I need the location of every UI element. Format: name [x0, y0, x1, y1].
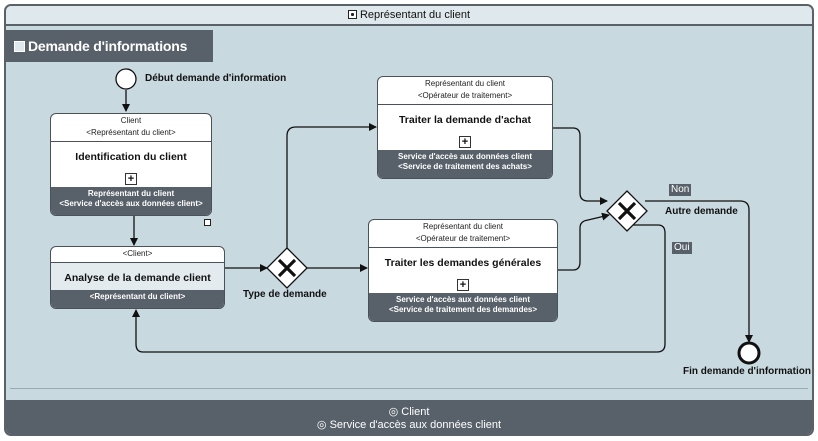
gateway-type-label: Type de demande [243, 289, 327, 300]
task-identification-client[interactable]: Client <Représentant du client> Identifi… [50, 113, 212, 216]
task-name: Traiter la demande d'achat [398, 114, 532, 126]
task-traiter-achat[interactable]: Représentant du client <Opérateur de tra… [377, 76, 553, 179]
lane-title: Demande d'informations [6, 30, 213, 62]
flow-generales-autre[interactable] [557, 212, 610, 271]
task-name: Analyse de la demande client [64, 272, 211, 284]
task-performers: Service d'accès aux données client <Serv… [369, 293, 557, 321]
task-role: Représentant du client [422, 222, 504, 231]
footer-client-label: Client [401, 406, 430, 418]
flow-autre-fin-non[interactable] [645, 200, 753, 343]
performer-1: <Représentant du client> [89, 292, 186, 301]
task-body: Identification du client [51, 141, 211, 186]
subprocess-expand-icon[interactable]: + [459, 136, 471, 148]
gateway-autre-label: Autre demande [665, 206, 738, 217]
flow-label-non: Non [669, 184, 692, 196]
gateway-autre-demande[interactable] [606, 190, 648, 232]
footer-service: ◎ Service d'accès aux données client [316, 419, 502, 431]
end-event-label: Fin demande d'information [683, 366, 811, 377]
flow-achat-autre[interactable] [553, 127, 608, 205]
performer-2: <Service de traitement des achats> [398, 162, 532, 171]
task-role-sub: <Représentant du client> [86, 128, 176, 137]
task-role: <Client> [122, 249, 153, 258]
subprocess-expand-icon[interactable]: + [457, 279, 469, 291]
pool-header: Représentant du client [6, 6, 812, 26]
task-name: Identification du client [75, 151, 187, 163]
footer-client: ◎ Client [388, 406, 430, 418]
task-role: Représentant du client [424, 79, 506, 88]
performer-1: Service d'accès aux données client [396, 295, 530, 304]
start-event[interactable] [115, 68, 137, 90]
end-event[interactable] [737, 341, 761, 365]
task-performers: <Représentant du client> [51, 290, 224, 308]
flow-label-oui: Oui [672, 242, 692, 254]
task-role: Client [120, 116, 142, 125]
resize-handle-icon[interactable] [204, 219, 211, 226]
pool-footer: ◎ Client ◎ Service d'accès aux données c… [6, 400, 812, 434]
pool-title: Représentant du client [359, 9, 471, 21]
performer-2: <Service de traitement des demandes> [388, 305, 538, 314]
lane-icon [14, 41, 25, 52]
task-body: Analyse de la demande client [51, 262, 224, 293]
subprocess-expand-icon[interactable]: + [125, 173, 137, 185]
performer-1: Représentant du client [87, 189, 175, 198]
task-performers: Service d'accès aux données client <Serv… [378, 150, 552, 178]
start-event-label: Début demande d'information [145, 73, 287, 84]
performer-1: Service d'accès aux données client [398, 152, 532, 161]
task-body: Traiter les demandes générales [369, 247, 557, 294]
task-performers: Représentant du client <Service d'accès … [51, 187, 211, 215]
flow-autre-analyse-oui[interactable] [132, 224, 666, 353]
gateway-type-demande[interactable] [266, 247, 308, 289]
task-analyse-demande[interactable]: <Client> Analyse de la demande client <R… [50, 246, 225, 309]
task-role-sub: <Opérateur de traitement> [417, 91, 513, 100]
flow-type-achat[interactable] [286, 123, 377, 248]
task-name: Traiter les demandes générales [384, 257, 542, 269]
task-body: Traiter la demande d'achat [378, 104, 552, 151]
lane-title-text: Demande d'informations [28, 38, 188, 54]
footer-service-label: Service d'accès aux données client [329, 419, 502, 431]
task-role-sub: <Opérateur de traitement> [415, 234, 511, 243]
performer-2: <Service d'accès aux données client> [59, 199, 203, 208]
pool-icon [347, 10, 357, 19]
task-traiter-generales[interactable]: Représentant du client <Opérateur de tra… [368, 219, 558, 322]
lane-divider [10, 388, 808, 389]
